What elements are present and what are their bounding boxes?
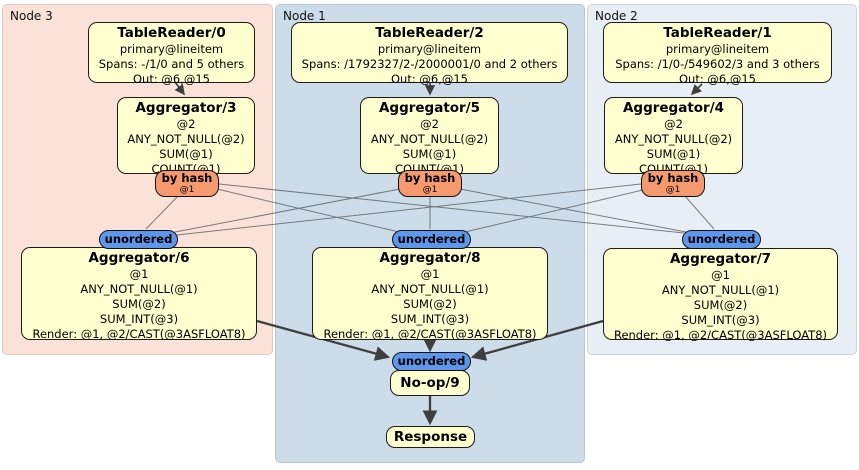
processor-detail: ANY_NOT_NULL(@2)	[614, 132, 733, 146]
router-sublabel: @1	[422, 185, 438, 195]
processor-detail: @2	[420, 117, 439, 131]
processor-detail: ANY_NOT_NULL(@2)	[370, 132, 489, 146]
processor-detail: SUM_INT(@3)	[390, 312, 470, 326]
processor-detail: SUM(@2)	[112, 297, 166, 311]
processor-detail: Out: @6,@15	[133, 72, 210, 86]
processor-detail: Render: @1, @2/CAST(@3ASFLOAT8)	[323, 327, 537, 341]
processor-detail: SUM(@1)	[402, 147, 457, 161]
processor-detail: SUM_INT(@3)	[99, 312, 179, 326]
processor-detail: Render: @1, @2/CAST(@3ASFLOAT8)	[613, 328, 828, 342]
processor-detail: primary@lineitem	[377, 42, 482, 56]
sync-unordered-left: unordered	[99, 230, 178, 249]
processor-detail: Render: @1, @2/CAST(@3ASFLOAT8)	[32, 327, 246, 341]
router-label: by hash	[161, 171, 213, 185]
processor-title: Aggregator/3	[135, 100, 237, 116]
processor-title: Aggregator/7	[669, 251, 772, 267]
sync-label: unordered	[687, 232, 756, 246]
processor-detail: ANY_NOT_NULL(@1)	[80, 282, 198, 296]
processor-aggregator-5: Aggregator/5 @2 ANY_NOT_NULL(@2) SUM(@1)…	[360, 97, 499, 176]
processor-tablereader-0: TableReader/0 primary@lineitem Spans: -/…	[88, 22, 255, 86]
router-by-hash-left: by hash @1	[155, 170, 219, 197]
region-label-node-1: Node 1	[283, 9, 326, 23]
processor-detail: primary@lineitem	[665, 42, 770, 56]
processor-detail: SUM(@2)	[693, 298, 748, 312]
sync-unordered-middle: unordered	[392, 230, 471, 249]
processor-detail: SUM_INT(@3)	[681, 313, 760, 327]
response-node: Response	[386, 426, 475, 448]
processor-tablereader-2: TableReader/2 primary@lineitem Spans: /1…	[291, 22, 568, 86]
sync-label: unordered	[104, 232, 173, 246]
processor-title: TableReader/1	[663, 25, 772, 41]
processor-title: No-op/9	[400, 374, 460, 391]
processor-detail: @1	[420, 267, 440, 281]
processor-tablereader-1: TableReader/1 primary@lineitem Spans: /1…	[603, 22, 832, 86]
processor-aggregator-6: Aggregator/6 @1 ANY_NOT_NULL(@1) SUM(@2)…	[21, 247, 257, 341]
processor-noop: No-op/9	[390, 370, 470, 396]
processor-detail: Spans: -/1/0 and 5 others	[98, 57, 245, 71]
sync-unordered-final: unordered	[392, 352, 471, 371]
processor-detail: primary@lineitem	[119, 42, 224, 56]
processor-title: Aggregator/5	[378, 100, 481, 116]
router-sublabel: @1	[179, 185, 195, 195]
processor-title: TableReader/0	[117, 25, 226, 41]
processor-detail: SUM(@2)	[403, 297, 457, 311]
processor-detail: ANY_NOT_NULL(@1)	[371, 282, 489, 296]
processor-title: Aggregator/4	[622, 100, 725, 116]
region-label-node-3: Node 3	[10, 9, 53, 23]
processor-detail: @1	[711, 268, 730, 282]
router-label: by hash	[404, 171, 456, 185]
sync-label: unordered	[397, 354, 466, 368]
processor-aggregator-4: Aggregator/4 @2 ANY_NOT_NULL(@2) SUM(@1)…	[604, 97, 743, 176]
router-by-hash-right: by hash @1	[641, 170, 705, 197]
processor-detail: ANY_NOT_NULL(@1)	[661, 283, 780, 297]
processor-aggregator-8: Aggregator/8 @1 ANY_NOT_NULL(@1) SUM(@2)…	[312, 247, 548, 341]
processor-aggregator-3: Aggregator/3 @2 ANY_NOT_NULL(@2) SUM(@1)…	[117, 97, 255, 176]
processor-detail: @2	[176, 117, 196, 131]
processor-aggregator-7: Aggregator/7 @1 ANY_NOT_NULL(@1) SUM(@2)…	[603, 248, 838, 342]
processor-detail: ANY_NOT_NULL(@2)	[127, 132, 245, 146]
region-label-node-2: Node 2	[595, 9, 638, 23]
processor-detail: SUM(@1)	[646, 147, 701, 161]
router-by-hash-middle: by hash @1	[398, 170, 462, 197]
router-sublabel: @1	[665, 185, 681, 195]
processor-title: Response	[393, 428, 468, 445]
processor-detail: @2	[664, 117, 683, 131]
sync-label: unordered	[397, 232, 466, 246]
processor-detail: Out: @6,@15	[391, 72, 468, 86]
processor-title: Aggregator/6	[88, 250, 190, 266]
processor-detail: Out: @6,@15	[679, 72, 756, 86]
router-label: by hash	[647, 171, 699, 185]
processor-detail: @1	[129, 267, 149, 281]
sync-unordered-right: unordered	[682, 230, 761, 249]
processor-title: Aggregator/8	[379, 250, 481, 266]
processor-detail: Spans: /1792327/2-/2000001/0 and 2 other…	[301, 57, 558, 71]
processor-title: TableReader/2	[375, 25, 484, 41]
processor-detail: SUM(@1)	[159, 147, 213, 161]
processor-detail: Spans: /1/0-/549602/3 and 3 others	[615, 57, 820, 71]
